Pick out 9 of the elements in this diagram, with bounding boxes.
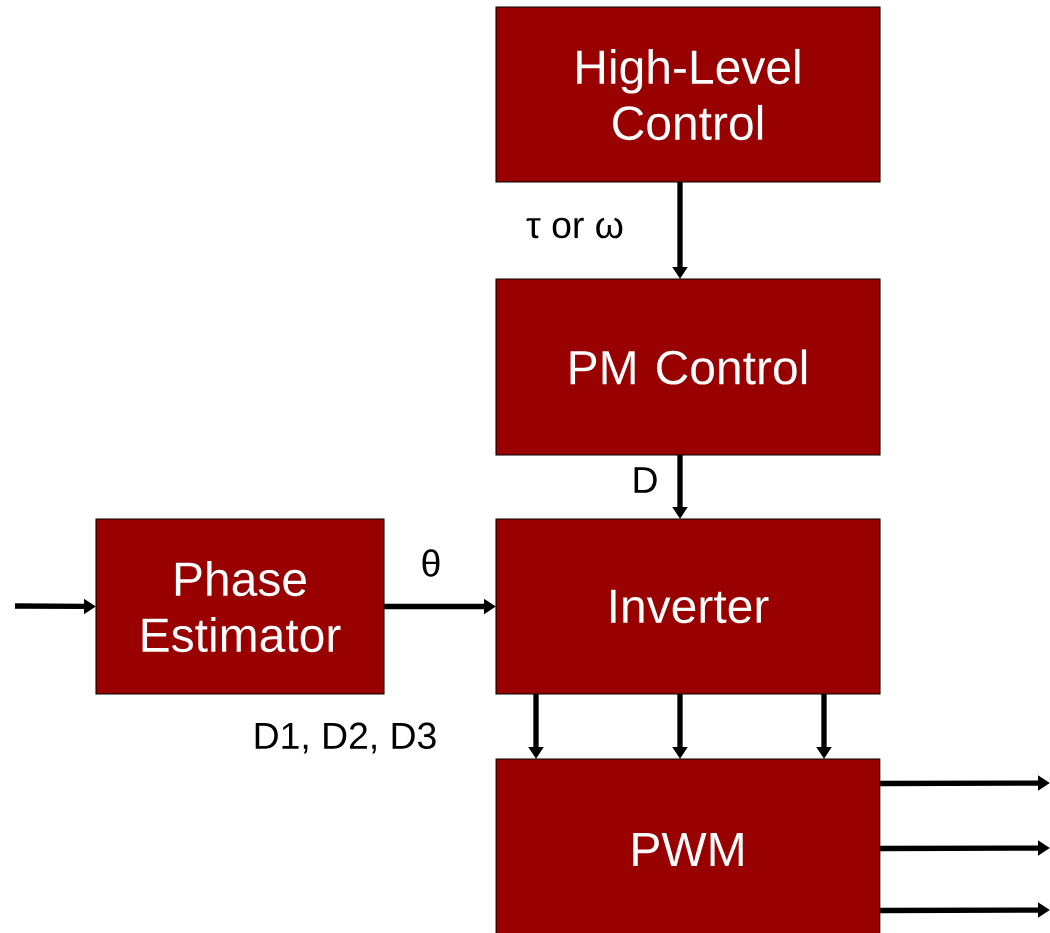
block-box: PM Control [495, 278, 881, 456]
edge-label: D1, D2, D3 [251, 721, 439, 755]
block-box: Inverter [495, 518, 881, 695]
block-box: Phase Estimator [95, 518, 385, 695]
edge-label: D [630, 465, 660, 495]
edge-label: τ or ω [524, 216, 626, 240]
block-box: PWM [495, 758, 881, 933]
block-box: High-Level Control [495, 6, 881, 183]
edge-label: θ [419, 548, 443, 579]
